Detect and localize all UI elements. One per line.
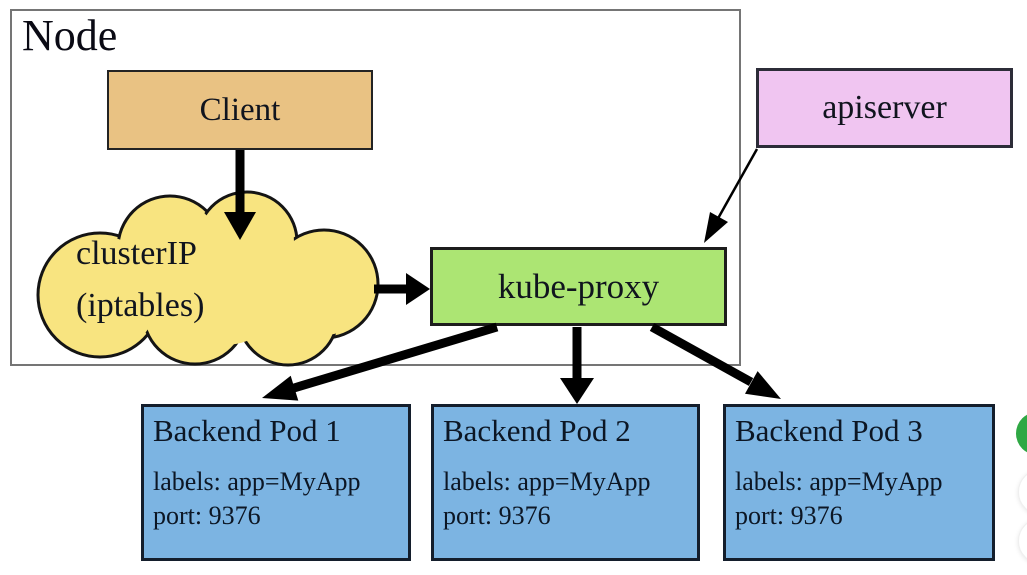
pod-labels: labels: app=MyApp	[735, 467, 943, 496]
apiserver-label: apiserver	[822, 89, 947, 126]
backend-pod-3: Backend Pod 3 labels: app=MyApp port: 93…	[723, 404, 995, 561]
cluster-ip-line2: (iptables)	[76, 287, 205, 324]
kube-proxy-label: kube-proxy	[497, 266, 660, 306]
kube-proxy-node: kube-proxy	[430, 247, 727, 326]
pod-port: port: 9376	[153, 501, 261, 530]
overlay-green-button[interactable]	[1016, 412, 1027, 455]
pod-title: Backend Pod 1	[153, 413, 341, 448]
pod-title: Backend Pod 2	[443, 413, 631, 448]
overlay-white-button-1[interactable]	[1018, 469, 1027, 515]
backend-pod-2: Backend Pod 2 labels: app=MyApp port: 93…	[431, 404, 700, 561]
overlay-white-button-2[interactable]	[1018, 518, 1027, 564]
pod-port: port: 9376	[735, 501, 843, 530]
cluster-ip-label: clusterIP (iptables)	[76, 228, 204, 332]
backend-pod-1: Backend Pod 1 labels: app=MyApp port: 93…	[141, 404, 411, 561]
client-label: Client	[199, 91, 281, 128]
apiserver-node: apiserver	[756, 68, 1013, 148]
cluster-ip-line1: clusterIP	[76, 235, 197, 272]
node-label: Node	[22, 11, 118, 60]
client-node: Client	[107, 70, 373, 150]
pod-title: Backend Pod 3	[735, 413, 923, 448]
pod-port: port: 9376	[443, 501, 551, 530]
pod-labels: labels: app=MyApp	[153, 467, 361, 496]
pod-labels: labels: app=MyApp	[443, 467, 651, 496]
